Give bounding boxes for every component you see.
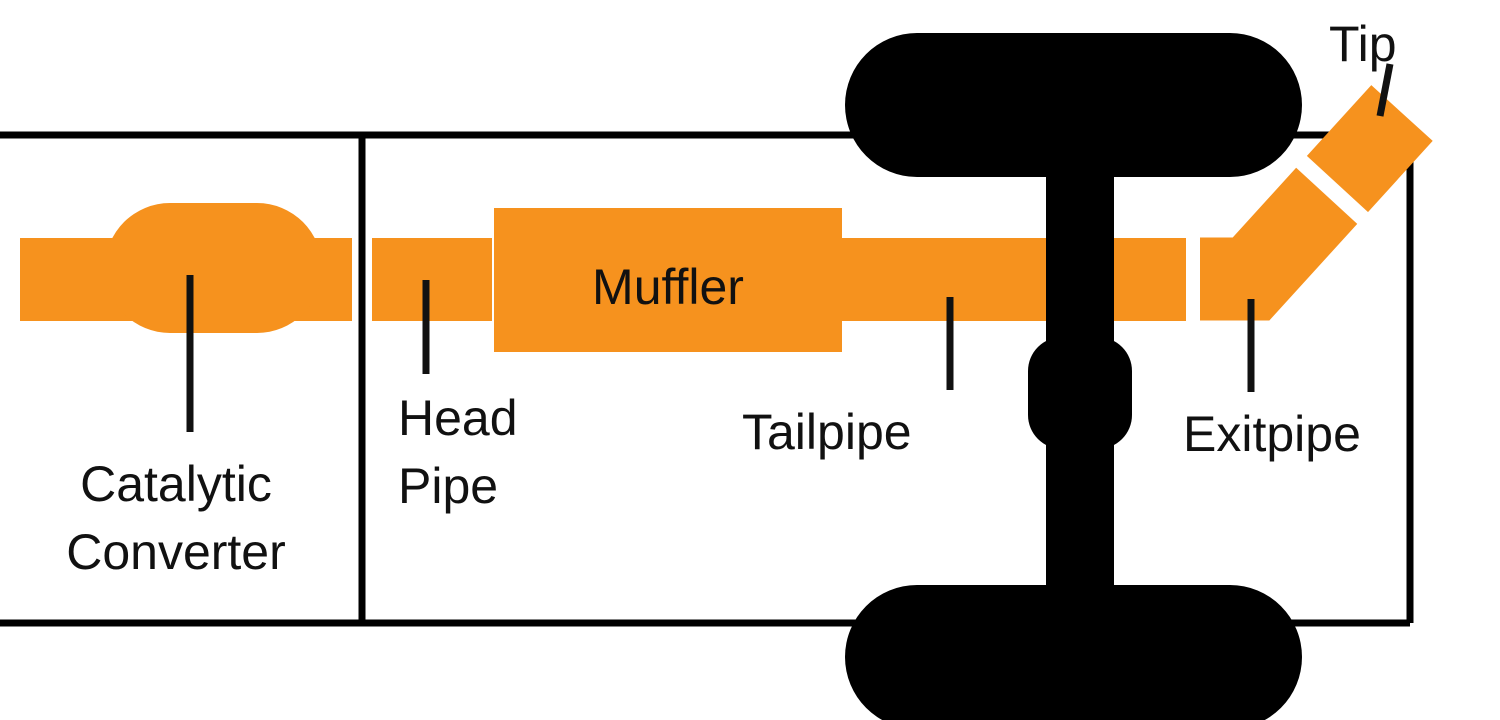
- head-pipe-label: Head Pipe: [398, 384, 518, 520]
- tailpipe-label: Tailpipe: [742, 404, 912, 460]
- catalytic-converter-label-line2: Converter: [66, 524, 286, 580]
- differential: [1028, 337, 1132, 449]
- tip-pointer: [1376, 63, 1394, 117]
- muffler-shape: [494, 208, 842, 352]
- catalytic-converter-shape: [105, 203, 322, 333]
- tip-label: Tip: [1329, 16, 1397, 72]
- tailpipe-shape: [842, 238, 1186, 321]
- wheel-bottom: [845, 585, 1302, 720]
- head-pipe-shape: [372, 238, 492, 321]
- exitpipe-label: Exitpipe: [1183, 406, 1361, 462]
- pointer-lines: [186, 63, 1394, 432]
- wheels-and-axle: [845, 33, 1302, 720]
- head-pipe-label-line2: Pipe: [398, 458, 499, 514]
- exitpipe-tip-gap: [1287, 148, 1373, 228]
- exitpipe-and-tip-shape: [1200, 85, 1433, 321]
- exhaust-pipes: [20, 85, 1433, 352]
- catalytic-converter-label: Catalytic Converter: [0, 450, 352, 586]
- catalytic-converter-label-line1: Catalytic: [80, 456, 272, 512]
- muffler-label: Muffler: [592, 259, 744, 315]
- head-pipe-label-line1: Head: [398, 390, 518, 446]
